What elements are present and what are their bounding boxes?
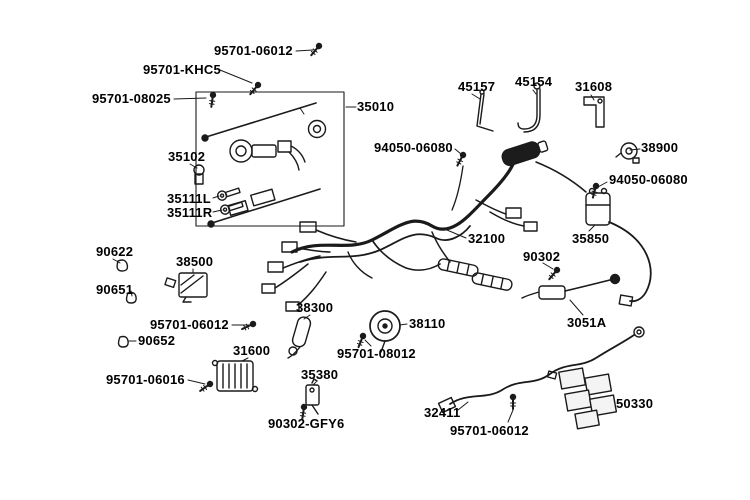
ignition-switch-assembly-drawing	[193, 91, 345, 228]
part-label-95701-khc5: 95701-KHC5	[143, 62, 221, 77]
starter-relay-35850-drawing	[585, 187, 652, 307]
part-label-95701-06012-mid: 95701-06012	[150, 317, 229, 332]
flasher-relay-38500-drawing	[164, 272, 208, 303]
part-label-94050-06080-a: 94050-06080	[374, 140, 453, 155]
clip-drawings	[116, 259, 137, 348]
part-label-95701-06016: 95701-06016	[106, 372, 185, 387]
part-label-32100: 32100	[468, 231, 506, 246]
part-label-32411: 32411	[424, 405, 461, 420]
part-label-35380: 35380	[301, 367, 339, 382]
horn-38110-drawing	[369, 310, 401, 353]
part-label-50330: 50330	[616, 396, 654, 411]
stay-45154-drawing	[517, 82, 541, 133]
part-label-90652: 90652	[138, 333, 176, 348]
part-label-90651: 90651	[96, 282, 134, 297]
part-label-3051a: 3051A	[567, 315, 607, 330]
part-label-45157: 45157	[458, 79, 496, 94]
bracket-45157-drawing	[476, 89, 494, 132]
part-label-38300: 38300	[296, 300, 334, 315]
part-label-35850: 35850	[572, 231, 610, 246]
part-label-45154: 45154	[515, 74, 553, 89]
battery-cable-32411-drawing	[437, 326, 645, 414]
bracket-31608-drawing	[583, 96, 605, 128]
part-label-38900: 38900	[641, 140, 679, 155]
part-label-90622: 90622	[96, 244, 134, 259]
ignition-coil-38300-drawing	[287, 316, 312, 359]
part-label-38500: 38500	[176, 254, 214, 269]
part-label-94050-06080-b: 94050-06080	[609, 172, 688, 187]
part-label-31600: 31600	[233, 343, 271, 358]
leader-lines	[112, 49, 641, 423]
part-label-90302-gfy6: 90302-GFY6	[268, 416, 345, 431]
part-label-31608: 31608	[575, 79, 613, 94]
part-label-90302: 90302	[523, 249, 561, 264]
unit-3051a-drawing	[521, 273, 621, 300]
part-label-35102: 35102	[168, 149, 206, 164]
part-label-95701-08012: 95701-08012	[337, 346, 416, 361]
regulator-31600-drawing	[211, 359, 259, 393]
relay-38900-drawing	[615, 142, 640, 164]
switch-35380-drawing	[305, 378, 320, 415]
part-label-95701-06012-top: 95701-06012	[214, 43, 293, 58]
part-label-35010: 35010	[357, 99, 395, 114]
wire-harness-drawing	[261, 140, 587, 312]
part-label-95701-06012-bottom: 95701-06012	[450, 423, 529, 438]
part-label-35111r: 35111R	[167, 205, 213, 220]
part-label-38110: 38110	[409, 316, 446, 331]
part-label-35111l: 35111L	[167, 191, 211, 206]
pad-set-50330-drawing	[558, 367, 618, 430]
part-label-95701-08025: 95701-08025	[92, 91, 171, 106]
